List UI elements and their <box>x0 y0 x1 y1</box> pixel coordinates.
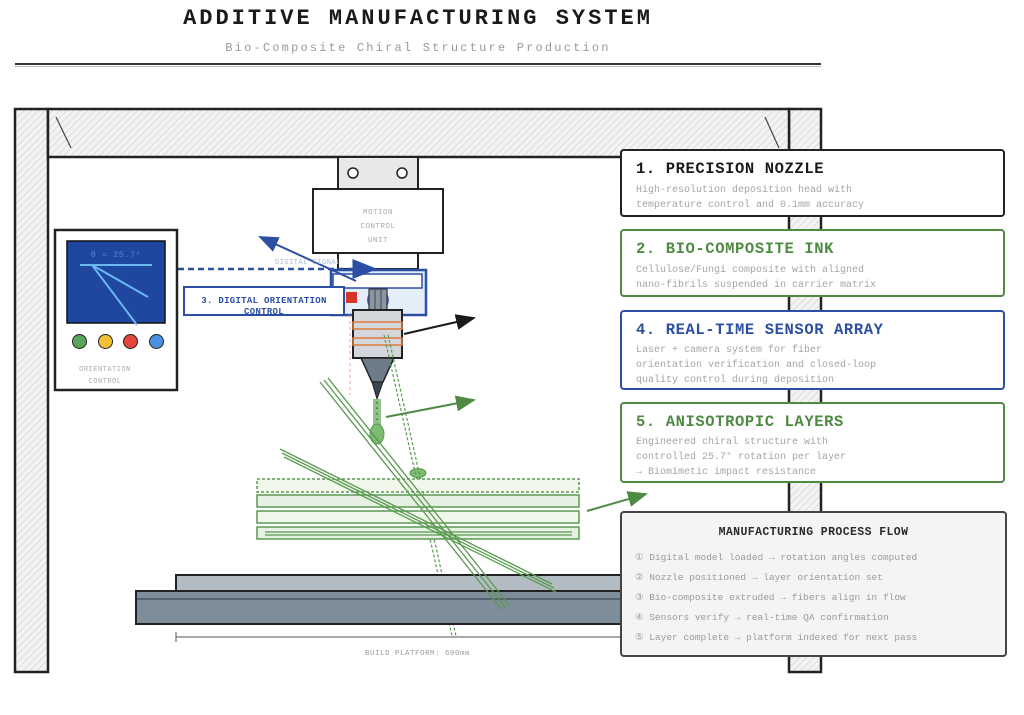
orientation-arrow <box>258 236 357 282</box>
panel-screen <box>66 240 166 324</box>
yellow-indicator-button[interactable] <box>97 334 113 349</box>
digital-signal-label: DIGITAL SIGNAL <box>275 259 341 267</box>
process-step: ① Digital model loaded → rotation angles… <box>635 552 918 563</box>
digital-orientation-callout: 3. DIGITAL ORIENTATION CONTROL <box>183 286 345 317</box>
heater-coil-1 <box>352 321 403 330</box>
mount-bolt-right <box>396 167 408 179</box>
process-step: ③ Bio-composite extruded → fibers align … <box>635 592 906 603</box>
motion-control-unit <box>312 188 444 254</box>
red-indicator-button[interactable] <box>123 334 139 349</box>
page-title: ADDITIVE MANUFACTURING SYSTEM <box>183 6 653 31</box>
orientation-label-line-1: ORIENTATION <box>79 366 131 374</box>
card-title: 5. ANISOTROPIC LAYERS <box>636 413 844 431</box>
heater-block <box>352 309 403 359</box>
page-subtitle: Bio-Composite Chiral Structure Productio… <box>225 41 611 55</box>
build-platform-label: BUILD PLATFORM: 600mm <box>364 650 470 658</box>
card-title: 4. REAL-TIME SENSOR ARRAY <box>636 321 884 339</box>
mount-bolt-left <box>347 167 359 179</box>
heater-coil-2 <box>352 337 403 346</box>
orientation-panel-label: ORIENTATION CONTROL <box>55 364 155 388</box>
platform-base <box>135 590 622 625</box>
process-step: ⑤ Layer complete → platform indexed for … <box>635 632 918 643</box>
card-description: Cellulose/Fungi composite with aligned n… <box>636 265 877 291</box>
left-column <box>13 107 50 674</box>
card-anisotropic-layers: 5. ANISOTROPIC LAYERS Engineered chiral … <box>620 402 1005 483</box>
motion-unit-line-3: UNIT <box>367 237 388 245</box>
beam-mark-left <box>55 116 72 149</box>
orientation-control-panel <box>53 228 179 392</box>
layer-1 <box>256 526 580 540</box>
blue-indicator-button[interactable] <box>148 334 164 349</box>
nozzle-shaft <box>368 288 388 312</box>
nozzle-callout-arrow <box>403 314 476 335</box>
precision-nozzle <box>349 309 427 478</box>
layers-callout-arrow <box>586 491 648 512</box>
card-bio-composite-ink: 2. BIO-COMPOSITE INK Cellulose/Fungi com… <box>620 229 1005 297</box>
motion-control-unit-label: MOTION CONTROL UNIT <box>313 206 443 248</box>
process-step: ④ Sensors verify → real-time QA confirma… <box>635 612 889 623</box>
platform-top-plate <box>175 574 622 592</box>
process-step: ② Nozzle positioned → layer orientation … <box>635 572 883 583</box>
motion-unit-line-2: CONTROL <box>360 223 396 231</box>
indicator-buttons <box>72 334 164 350</box>
orientation-label-line-2: CONTROL <box>88 378 122 386</box>
nozzle-cone <box>359 357 396 383</box>
title-divider <box>15 63 821 65</box>
layer-3 <box>256 494 580 508</box>
card-title: 1. PRECISION NOZZLE <box>636 160 825 178</box>
process-flow-title: MANUFACTURING PROCESS FLOW <box>718 526 909 539</box>
ink-callout-arrow <box>385 395 476 418</box>
motion-unit-line-1: MOTION <box>362 209 393 217</box>
chiral-fiber-strands <box>279 377 557 611</box>
process-flow-panel: MANUFACTURING PROCESS FLOW ① Digital mod… <box>620 511 1007 657</box>
deposited-droplet <box>409 468 427 478</box>
card-precision-nozzle: 1. PRECISION NOZZLE High-resolution depo… <box>620 149 1005 217</box>
green-indicator-button[interactable] <box>72 334 87 349</box>
card-description: High-resolution deposition head with tem… <box>636 185 865 211</box>
nozzle-tip <box>371 381 384 401</box>
card-title: 2. BIO-COMPOSITE INK <box>636 240 835 258</box>
layer-in-progress <box>256 478 580 493</box>
card-sensor-array: 4. REAL-TIME SENSOR ARRAY Laser + camera… <box>620 310 1005 390</box>
process-flow-steps: ① Digital model loaded → rotation angles… <box>635 548 1005 648</box>
build-platform <box>135 574 622 642</box>
card-description: Engineered chiral structure with control… <box>636 437 847 478</box>
printed-layers <box>256 478 580 540</box>
title-divider-shadow <box>15 66 821 67</box>
beam-mark-right <box>764 116 780 149</box>
angle-readout: θ = 25.7° <box>90 250 142 260</box>
ink-droplet <box>369 423 385 445</box>
laser-sensor <box>346 292 357 303</box>
card-description: Laser + camera system for fiber orientat… <box>636 345 877 386</box>
